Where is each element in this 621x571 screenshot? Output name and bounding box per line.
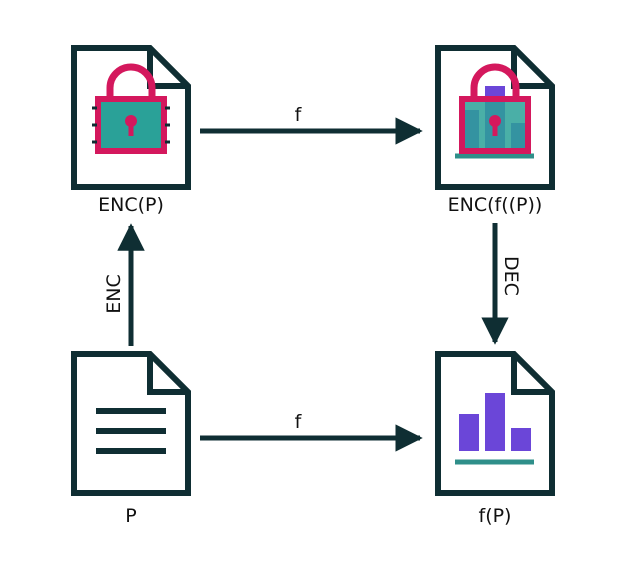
lock-icon (92, 63, 170, 154)
doc-p: P (71, 351, 191, 527)
page-fold (147, 354, 188, 395)
arrow-top-f-label: f (295, 104, 303, 126)
text-lines-icon (96, 408, 166, 454)
arrow-dec: DEC (481, 223, 522, 345)
doc-enc-fp: ENC(f((P)) (435, 45, 555, 216)
caption-enc-fp: ENC(f((P)) (448, 194, 543, 216)
lock-icon (459, 63, 531, 154)
caption-enc-p: ENC(P) (98, 194, 164, 216)
bar-chart-icon (455, 393, 534, 465)
arrow-enc: ENC (103, 223, 145, 346)
arrow-dec-label: DEC (500, 256, 522, 296)
page-fold (511, 354, 552, 395)
caption-fp: f(P) (479, 505, 512, 527)
arrow-enc-label: ENC (103, 274, 125, 313)
arrow-bottom-f: f (200, 411, 423, 452)
document-icon (71, 351, 191, 496)
doc-enc-p: ENC(P) (71, 45, 191, 216)
arrow-bottom-f-label: f (295, 411, 303, 433)
arrow-top-f: f (200, 104, 423, 145)
caption-p: P (125, 505, 136, 527)
doc-fp: f(P) (435, 351, 555, 527)
